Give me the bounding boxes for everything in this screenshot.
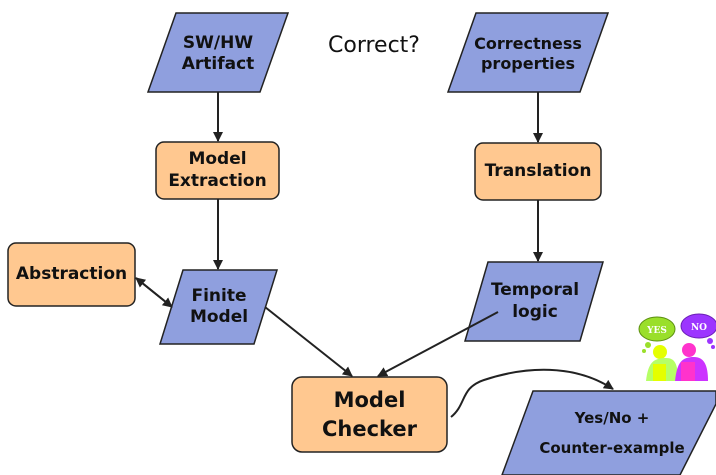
result-label: Yes/No + Counter-example bbox=[539, 409, 685, 457]
yes-speech-bubble: YES bbox=[638, 316, 676, 353]
correct-question: Correct? bbox=[328, 33, 420, 59]
abstraction-shape bbox=[7, 242, 136, 307]
yes-no-people-graphic: YES NO bbox=[638, 313, 716, 381]
arrow-checker-to-result bbox=[450, 368, 614, 418]
properties-label: Correctness properties bbox=[474, 34, 582, 73]
no-bubble-text: NO bbox=[691, 323, 707, 333]
translation-label: Translation bbox=[484, 160, 592, 181]
arrow-abstraction-to-finite-model bbox=[135, 277, 173, 308]
finite-model-shape bbox=[158, 269, 279, 345]
arrow-finite-model-to-checker bbox=[264, 306, 353, 377]
model-extraction-label: Model Extraction bbox=[168, 149, 267, 191]
abstraction-label: Abstraction bbox=[15, 263, 128, 284]
no-person-figure bbox=[675, 343, 708, 381]
model-checker-label: Model Checker bbox=[321, 388, 418, 441]
finite-model-label: Finite Model bbox=[189, 285, 249, 327]
yes-bubble-text: YES bbox=[646, 326, 667, 336]
artifact-label: SW/HW Artifact bbox=[181, 32, 255, 74]
temporal-logic-shape bbox=[464, 261, 604, 342]
artifact-shape bbox=[146, 12, 290, 93]
properties-shape bbox=[446, 12, 610, 93]
no-speech-bubble: NO bbox=[680, 313, 716, 349]
yes-person-figure bbox=[646, 345, 678, 381]
result-shape bbox=[501, 390, 716, 475]
model-checker-shape bbox=[291, 376, 448, 453]
temporal-logic-label: Temporal logic bbox=[490, 280, 580, 322]
arrow-temporal-logic-to-checker bbox=[377, 311, 499, 377]
